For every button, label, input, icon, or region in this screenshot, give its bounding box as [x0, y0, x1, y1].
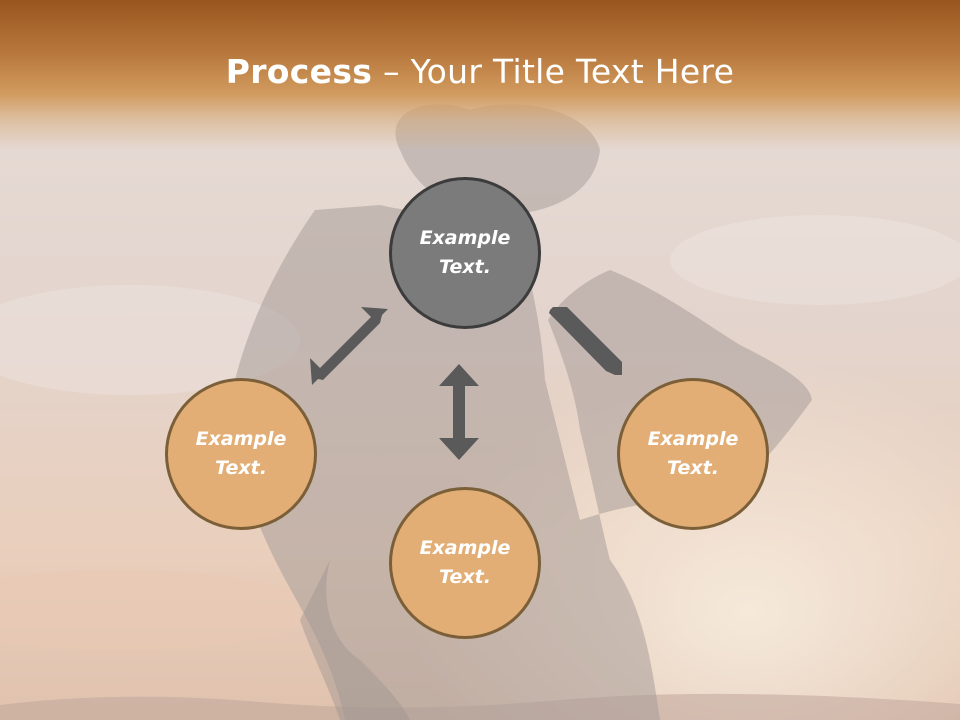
process-node-top-label: Example Text.: [410, 224, 520, 282]
process-node-top-line1: Example: [419, 227, 511, 249]
title-band: [0, 0, 960, 150]
process-node-bottom-line2: Text.: [439, 566, 491, 588]
process-node-left-label: Example Text.: [186, 425, 296, 483]
process-node-left: Example Text.: [165, 378, 317, 530]
process-node-top-line2: Text.: [439, 256, 491, 278]
process-node-bottom-line1: Example: [419, 537, 511, 559]
process-node-right-line2: Text.: [667, 457, 719, 479]
process-node-right: Example Text.: [617, 378, 769, 530]
arrow-top-left: [310, 307, 388, 385]
process-node-bottom-label: Example Text.: [410, 534, 520, 592]
arrow-vertical: [439, 364, 479, 460]
title-rest: – Your Title Text Here: [372, 52, 735, 91]
title-bold: Process: [225, 52, 373, 91]
process-node-left-line2: Text.: [215, 457, 267, 479]
arrow-top-right: [549, 307, 622, 375]
process-node-right-line1: Example: [647, 428, 739, 450]
process-node-left-line1: Example: [195, 428, 287, 450]
process-node-bottom: Example Text.: [389, 487, 541, 639]
process-node-right-label: Example Text.: [638, 425, 748, 483]
process-node-top: Example Text.: [389, 177, 541, 329]
slide-title: Process – Your Title Text Here: [0, 52, 960, 91]
